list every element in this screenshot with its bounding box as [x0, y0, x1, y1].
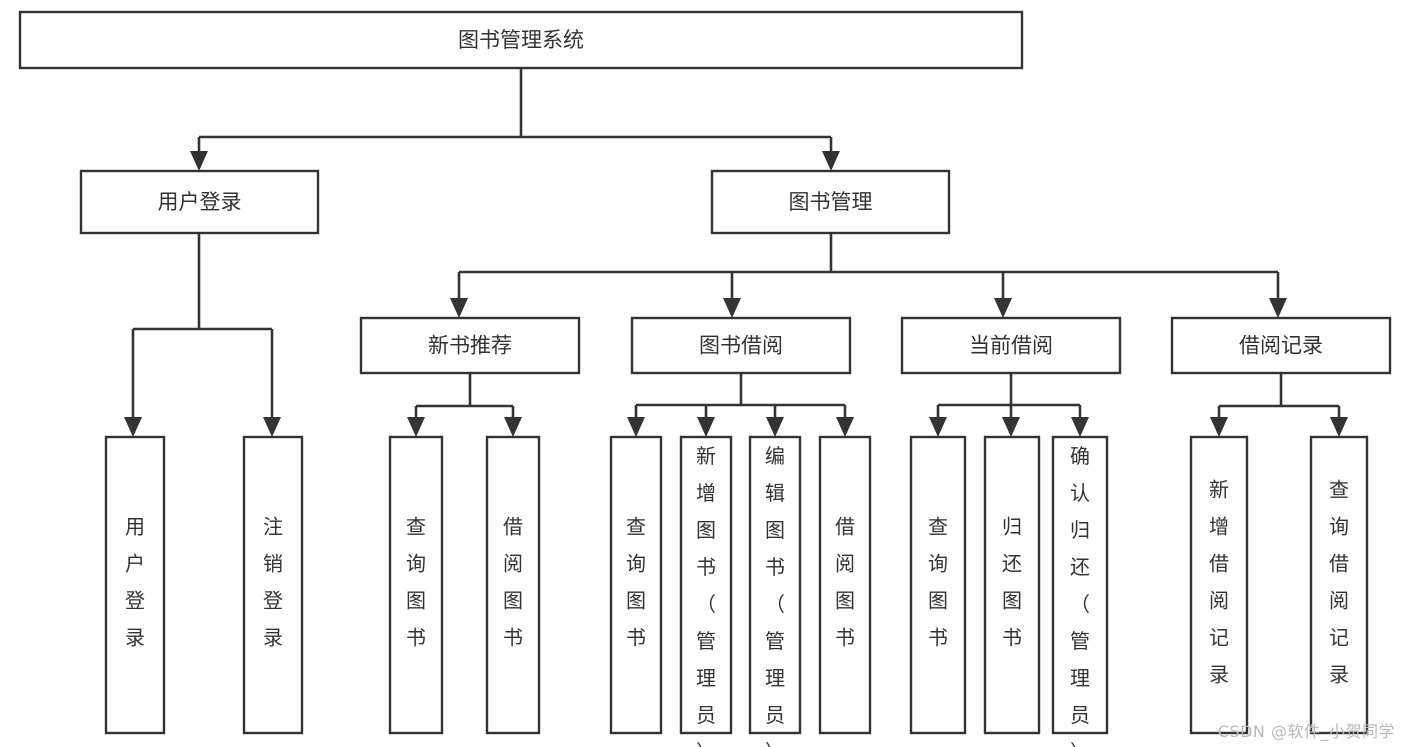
- arrow-user-login: [190, 151, 208, 171]
- node-leaf-8[interactable]: 查询图书: [909, 435, 967, 735]
- node-outline: [1189, 435, 1249, 735]
- node-label: 图书借阅: [699, 334, 783, 358]
- arrow-leaf-br-add: [1210, 417, 1228, 437]
- node-outline: [818, 435, 872, 735]
- arrow-leaf-cb-return: [1002, 417, 1020, 437]
- node-label: 借阅记录: [1239, 334, 1323, 358]
- node-outline: [609, 435, 663, 735]
- node-label: 图书管理: [789, 190, 873, 214]
- arrow-book-borrow: [723, 298, 741, 318]
- node-label: 图书管理系统: [458, 28, 584, 52]
- node-outline: [104, 435, 166, 735]
- arrow-current-borrow: [994, 298, 1012, 318]
- arrow-leaf-nb-query: [407, 417, 425, 437]
- node-outline: [983, 435, 1041, 735]
- arrow-leaf-br-query: [1330, 417, 1348, 437]
- node-label: 查询图书: [626, 515, 646, 650]
- node-level3-0[interactable]: 新书推荐: [359, 316, 581, 375]
- node-label: 编辑图书（管理员）: [765, 444, 785, 747]
- arrow-leaf-bb-edit: [766, 417, 784, 437]
- node-label: 当前借阅: [969, 334, 1053, 358]
- arrow-layer: [124, 151, 1348, 437]
- node-leaf-6[interactable]: 编辑图书（管理员）: [748, 435, 802, 747]
- node-leaf-3[interactable]: 借阅图书: [485, 435, 541, 735]
- arrow-leaf-nb-borrow: [504, 417, 522, 437]
- arrow-leaf-cb-query: [929, 417, 947, 437]
- node-label: 查询图书: [928, 515, 948, 650]
- arrow-leaf-logout: [263, 417, 281, 437]
- node-leaf-9[interactable]: 归还图书: [983, 435, 1041, 735]
- node-outline: [388, 435, 444, 735]
- node-level2-0[interactable]: 用户登录: [79, 169, 320, 235]
- node-label: 借阅图书: [835, 515, 855, 650]
- node-root[interactable]: 图书管理系统: [18, 10, 1024, 70]
- node-label: 新增借阅记录: [1209, 478, 1229, 687]
- node-leaf-12[interactable]: 查询借阅记录: [1309, 435, 1369, 735]
- node-layer: 图书管理系统用户登录图书管理新书推荐图书借阅当前借阅借阅记录用户登录注销登录查询…: [18, 10, 1392, 747]
- node-label: 归还图书: [1002, 515, 1022, 650]
- arrow-leaf-bb-add: [697, 417, 715, 437]
- node-outline: [485, 435, 541, 735]
- node-outline: [710, 169, 951, 235]
- arrow-leaf-bb-borrow: [836, 417, 854, 437]
- node-outline: [79, 169, 320, 235]
- node-label: 用户登录: [125, 515, 145, 650]
- node-leaf-2[interactable]: 查询图书: [388, 435, 444, 735]
- node-outline: [748, 435, 802, 735]
- node-label: 借阅图书: [503, 515, 523, 650]
- node-outline: [900, 316, 1122, 375]
- arrow-leaf-bb-query: [627, 417, 645, 437]
- node-leaf-7[interactable]: 借阅图书: [818, 435, 872, 735]
- node-label: 查询借阅记录: [1329, 478, 1349, 687]
- node-level2-1[interactable]: 图书管理: [710, 169, 951, 235]
- node-leaf-1[interactable]: 注销登录: [242, 435, 304, 735]
- node-leaf-4[interactable]: 查询图书: [609, 435, 663, 735]
- arrow-borrow-record: [1269, 298, 1287, 318]
- node-outline: [1309, 435, 1369, 735]
- node-outline: [1170, 316, 1392, 375]
- node-outline: [242, 435, 304, 735]
- node-label: 查询图书: [406, 515, 426, 650]
- node-leaf-5[interactable]: 新增图书（管理员）: [679, 435, 733, 747]
- node-label: 新书推荐: [428, 334, 512, 358]
- node-outline: [359, 316, 581, 375]
- node-label: 新增图书（管理员）: [696, 444, 716, 747]
- node-label: 用户登录: [158, 190, 242, 214]
- arrow-leaf-cb-confirm: [1071, 417, 1089, 437]
- arrow-leaf-user-login: [124, 417, 142, 437]
- node-outline: [679, 435, 733, 735]
- node-level3-1[interactable]: 图书借阅: [630, 316, 852, 375]
- node-leaf-0[interactable]: 用户登录: [104, 435, 166, 735]
- node-level3-2[interactable]: 当前借阅: [900, 316, 1122, 375]
- arrow-new-book: [450, 298, 468, 318]
- node-leaf-10[interactable]: 确认归还（管理员）: [1051, 435, 1109, 747]
- node-label: 注销登录: [263, 515, 283, 650]
- node-outline: [1051, 435, 1109, 735]
- node-level3-3[interactable]: 借阅记录: [1170, 316, 1392, 375]
- node-outline: [909, 435, 967, 735]
- node-label: 确认归还（管理员）: [1070, 444, 1090, 747]
- node-outline: [18, 10, 1024, 70]
- node-leaf-11[interactable]: 新增借阅记录: [1189, 435, 1249, 735]
- arrow-book-manage: [822, 151, 840, 171]
- node-outline: [630, 316, 852, 375]
